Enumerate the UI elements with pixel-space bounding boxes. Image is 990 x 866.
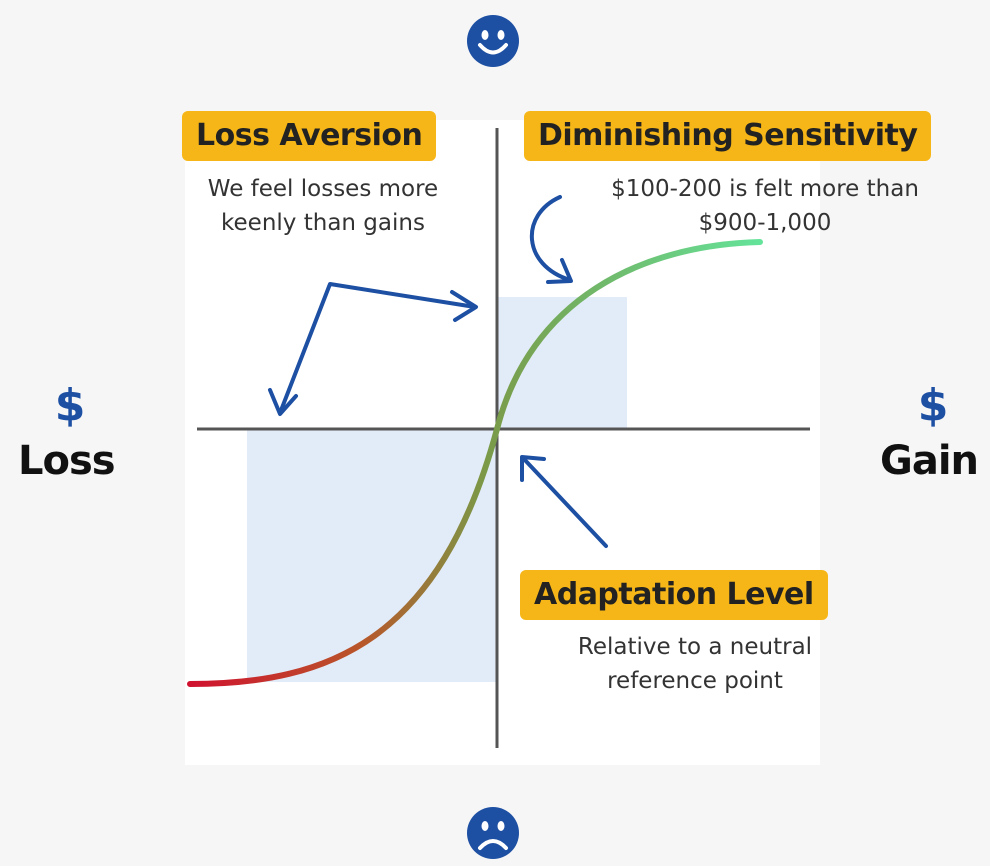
adaptation-level-description: Relative to a neutral reference point <box>530 630 860 698</box>
loss-aversion-badge: Loss Aversion <box>182 111 437 161</box>
diminishing-sensitivity-arrow <box>529 195 573 284</box>
happy-face-icon <box>467 15 519 67</box>
diminishing-sensitivity-description: $100-200 is felt more than $900-1,000 <box>560 172 970 240</box>
loss-aversion-line-1: We feel losses more <box>207 176 439 202</box>
value-function-curve <box>187 239 763 687</box>
loss-aversion-description: We feel losses more keenly than gains <box>168 172 478 240</box>
loss-aversion-arrows <box>268 282 478 416</box>
gain-label: Gain <box>880 438 979 484</box>
adaptation-level-arrow <box>520 455 608 548</box>
adaptation-level-badge: Adaptation Level <box>520 570 828 620</box>
diminishing-sensitivity-badge: Diminishing Sensitivity <box>524 111 932 161</box>
gain-dollar-symbol: $ <box>917 380 949 431</box>
diminishing-sensitivity-line-2: $900-1,000 <box>698 210 832 236</box>
sad-face-icon <box>467 807 519 859</box>
loss-aversion-line-2: keenly than gains <box>221 210 425 236</box>
loss-label: Loss <box>18 438 116 484</box>
adaptation-level-line-2: reference point <box>607 668 783 694</box>
loss-shaded-region <box>247 429 497 682</box>
adaptation-level-line-1: Relative to a neutral <box>577 634 813 660</box>
loss-dollar-symbol: $ <box>54 380 86 431</box>
diminishing-sensitivity-line-1: $100-200 is felt more than <box>611 176 919 202</box>
